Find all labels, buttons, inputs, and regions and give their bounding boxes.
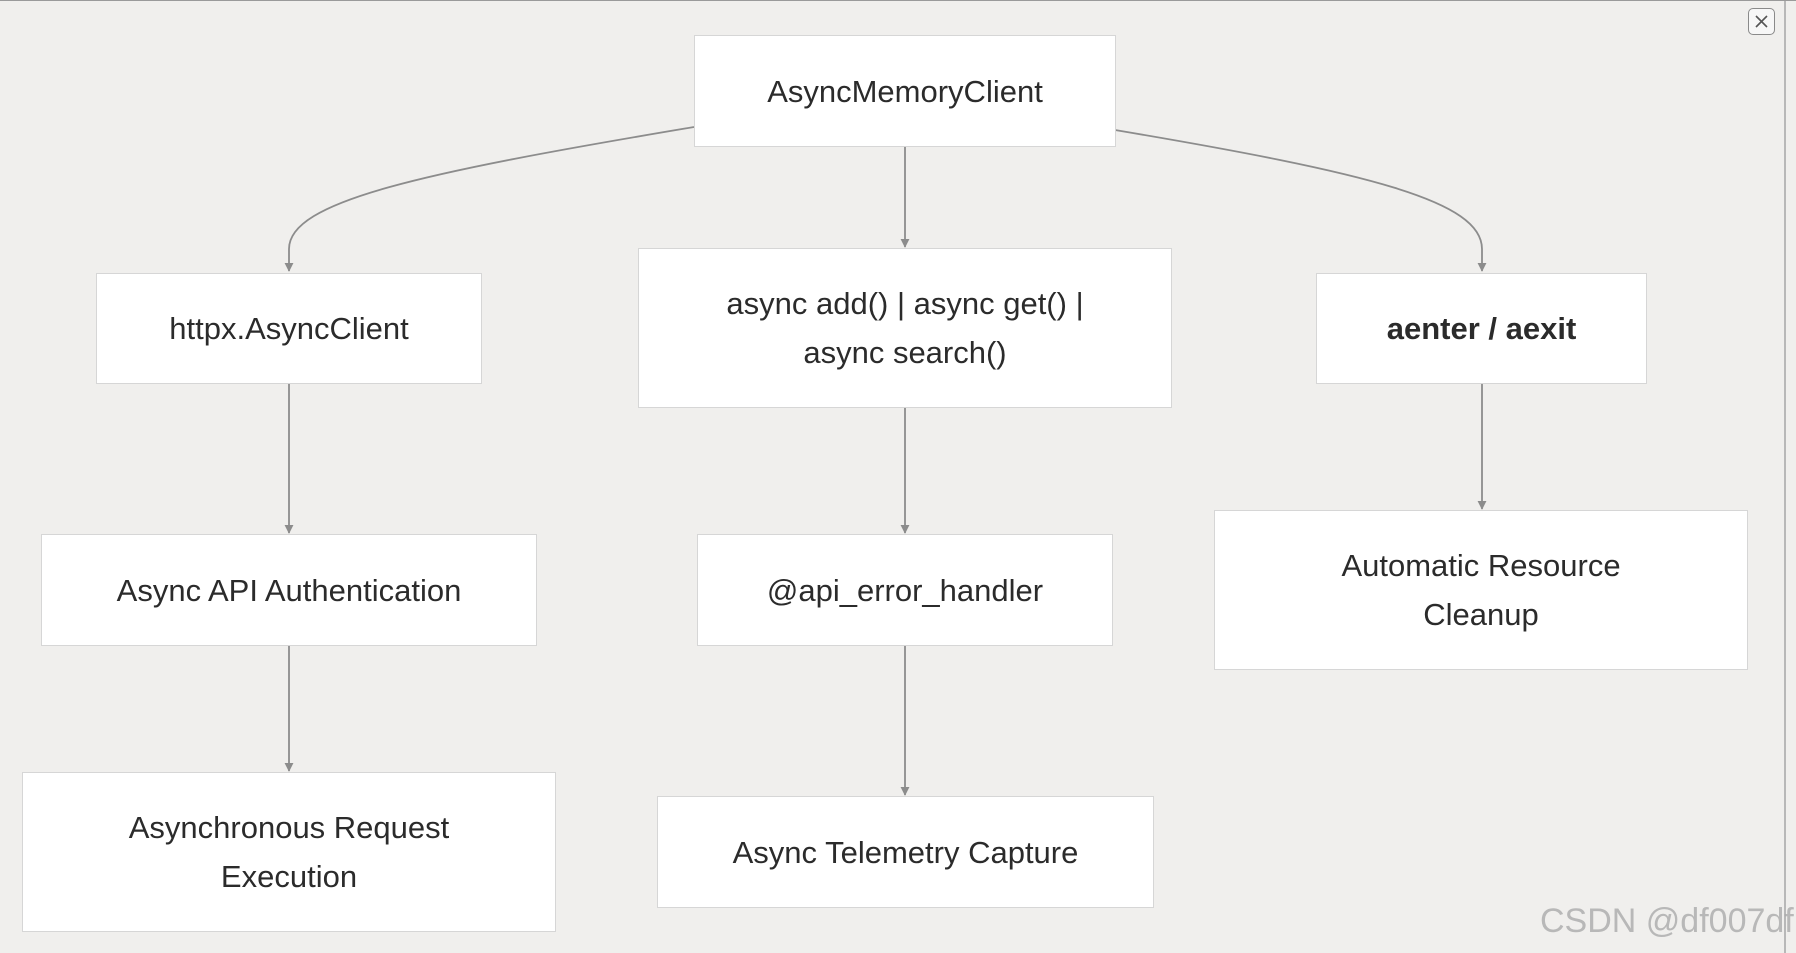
- node-aenter-aexit: aenter / aexit: [1316, 273, 1647, 384]
- node-automatic-resource-cleanup: Automatic Resource Cleanup: [1214, 510, 1748, 670]
- node-httpx-async-client: httpx.AsyncClient: [96, 273, 482, 384]
- node-label-line: Cleanup: [1423, 597, 1539, 632]
- node-label: Async API Authentication: [116, 572, 462, 608]
- node-async-telemetry-capture: Async Telemetry Capture: [657, 796, 1154, 908]
- node-label-line: Automatic Resource: [1341, 548, 1621, 583]
- node-api-error-handler: @api_error_handler: [697, 534, 1113, 646]
- node-label-line: Asynchronous Request: [128, 810, 450, 845]
- node-async-methods: async add() | async get() | async search…: [638, 248, 1172, 408]
- node-label: async add() | async get() | async search…: [726, 279, 1083, 377]
- node-label: Async Telemetry Capture: [732, 834, 1079, 870]
- edge-client-to-httpx: [284, 126, 695, 272]
- close-icon: [1755, 15, 1768, 28]
- node-label: Automatic Resource Cleanup: [1341, 541, 1620, 639]
- node-asynchronous-request-execution: Asynchronous Request Execution: [22, 772, 556, 932]
- node-label-line: Execution: [220, 859, 358, 894]
- node-label: httpx.AsyncClient: [169, 311, 409, 346]
- node-label-line: async add() | async get() |: [726, 286, 1084, 321]
- frame-edge: [1784, 1, 1786, 953]
- close-button[interactable]: [1748, 8, 1775, 35]
- edge-client-to-aenter: [1114, 129, 1487, 272]
- node-label: Asynchronous Request Execution: [129, 803, 450, 901]
- node-label: AsyncMemoryClient: [767, 73, 1043, 109]
- node-async-api-authentication: Async API Authentication: [41, 534, 537, 646]
- node-label: @api_error_handler: [766, 572, 1044, 608]
- node-async-memory-client: AsyncMemoryClient: [694, 35, 1116, 147]
- node-label: aenter / aexit: [1386, 311, 1577, 346]
- node-label-line: async search(): [803, 335, 1007, 370]
- watermark: CSDN @df007df: [1540, 902, 1794, 940]
